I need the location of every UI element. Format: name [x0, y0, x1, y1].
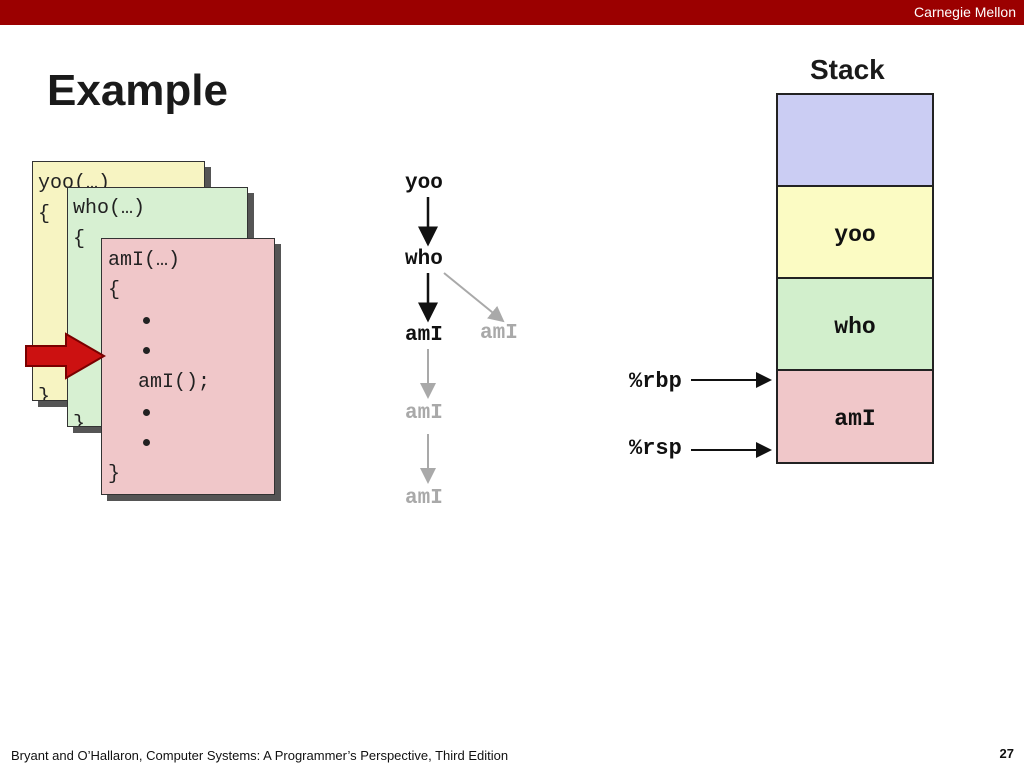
call-tree-ami-current: amI: [405, 324, 443, 347]
who-signature: who(…): [73, 197, 146, 220]
footer-citation: Bryant and O’Hallaron, Computer Systems:…: [11, 748, 509, 763]
call-tree-ami-future: amI: [405, 402, 443, 425]
red-arrow-icon: [25, 332, 106, 380]
stack-frame-ami: amI: [776, 369, 934, 464]
header-bar: Carnegie Mellon: [0, 0, 1024, 25]
stack-frame-who: who: [776, 277, 934, 371]
call-arrow-who-ami-sibling: [443, 272, 505, 323]
stack-frame-ami-label: amI: [834, 406, 876, 432]
ami-code-card: amI(…) { amI(); }: [101, 238, 275, 495]
institution-label: Carnegie Mellon: [914, 4, 1016, 20]
slide-title: Example: [47, 66, 228, 115]
stack-frame-top: [776, 93, 934, 187]
rbp-register-label: %rbp: [629, 369, 682, 394]
call-tree-who: who: [405, 248, 443, 271]
page-number: 27: [999, 746, 1014, 761]
stack-frame-yoo: yoo: [776, 185, 934, 279]
stack-frame-who-label: who: [834, 314, 876, 340]
who-open-brace: {: [73, 228, 86, 251]
call-tree-ami-sibling: amI: [480, 322, 518, 345]
code-bullet: [143, 317, 150, 324]
ami-close-brace: }: [108, 463, 121, 486]
code-bullet: [143, 347, 150, 354]
stack-title: Stack: [810, 54, 885, 85]
rsp-register-label: %rsp: [629, 436, 682, 461]
ami-open-brace: {: [108, 279, 121, 302]
ami-signature: amI(…): [108, 249, 181, 272]
code-bullet: [143, 409, 150, 416]
yoo-close-brace: }: [38, 386, 51, 401]
code-bullet: [143, 439, 150, 446]
stack-frame-yoo-label: yoo: [834, 222, 876, 248]
who-close-brace: }: [73, 413, 86, 427]
call-tree-yoo: yoo: [405, 172, 443, 195]
yoo-open-brace: {: [38, 203, 51, 226]
call-tree-ami-future-2: amI: [405, 487, 443, 510]
ami-recursive-call: amI();: [138, 371, 211, 394]
